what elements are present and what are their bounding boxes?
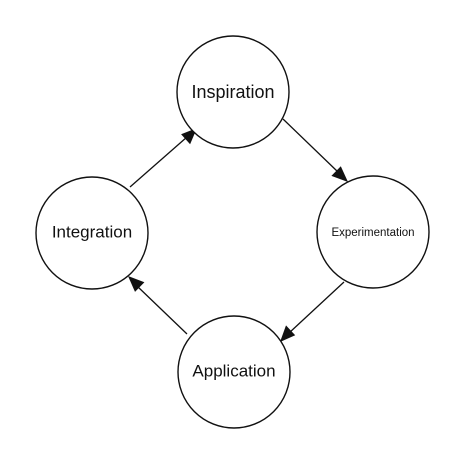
- node-circle: [176, 35, 290, 149]
- edge-line: [282, 118, 339, 173]
- node-experimentation: Experimentation: [316, 175, 430, 289]
- edges: [128, 118, 348, 342]
- node-label-inspiration: Inspiration: [191, 82, 274, 102]
- node-integration: Integration: [35, 176, 149, 290]
- nodes: Inspiration Experimentation Application …: [35, 35, 430, 429]
- node-label-experimentation: Experimentation: [331, 227, 414, 239]
- arrowhead-icon: [280, 325, 296, 342]
- node-inspiration: Inspiration: [176, 35, 290, 149]
- node-circle: [316, 175, 430, 289]
- node-circle: [177, 315, 291, 429]
- edge-integration-to-inspiration: [129, 128, 197, 188]
- node-circle: [35, 176, 149, 290]
- edge-application-to-integration: [128, 276, 188, 335]
- arrowhead-icon: [128, 276, 145, 292]
- edge-inspiration-to-experimentation: [282, 118, 348, 182]
- node-application: Application: [177, 315, 291, 429]
- edge-experimentation-to-application: [280, 281, 345, 342]
- node-label-application: Application: [192, 361, 275, 380]
- arrowhead-icon: [331, 166, 348, 182]
- edge-line: [288, 281, 345, 334]
- node-label-integration: Integration: [52, 222, 132, 241]
- edge-line: [129, 136, 188, 188]
- edge-line: [136, 285, 188, 335]
